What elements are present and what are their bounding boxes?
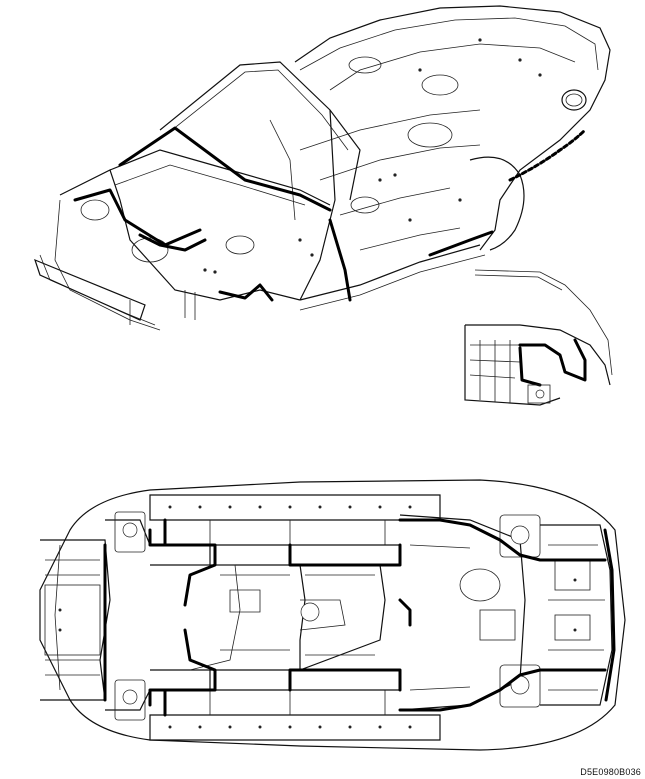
sealer-line-rear-panel	[603, 528, 616, 702]
front-subframe	[40, 539, 111, 701]
left-side-sill	[149, 494, 441, 521]
front-apron	[59, 169, 301, 301]
windshield-frame	[159, 61, 361, 201]
cowl-firewall	[109, 149, 331, 206]
sealer-line-engine-bay	[138, 233, 207, 252]
sealer-line-rear-floor-left	[398, 518, 607, 562]
sealer-line-wheel-arch-front	[218, 283, 274, 302]
sealer-line-tunnel-front	[288, 543, 402, 567]
sealer-line-front-apron	[73, 188, 202, 247]
rear-deck-outline	[294, 5, 611, 251]
rear-arch-detail-inset	[464, 269, 613, 406]
sealer-line-rear-floor-right	[398, 668, 607, 712]
right-side-sill	[149, 714, 441, 741]
sealer-line-underbody-right-rail	[148, 628, 217, 707]
center-tunnel	[299, 564, 386, 671]
sealer-line-rear-arch	[508, 128, 587, 182]
isometric-body-view	[34, 5, 613, 406]
sealer-line-windshield-base	[118, 126, 332, 212]
rear-round-opening	[561, 89, 587, 111]
sealer-line-a-pillar	[328, 218, 352, 302]
rear-subframe	[399, 514, 526, 711]
fastener-dots	[203, 38, 542, 274]
sealer-line-inset	[518, 338, 587, 382]
sealer-line-underbody-left-rail	[148, 528, 217, 607]
underbody-fastener-dots	[58, 505, 577, 729]
side-sill	[299, 244, 481, 301]
figure-code: D5E0980B036	[580, 767, 641, 777]
sealer-line-tunnel-rear	[288, 668, 402, 692]
rear-wheel-arch	[469, 156, 525, 251]
sealer-line-rear-sill	[428, 230, 494, 257]
underbody-outline	[39, 479, 626, 751]
